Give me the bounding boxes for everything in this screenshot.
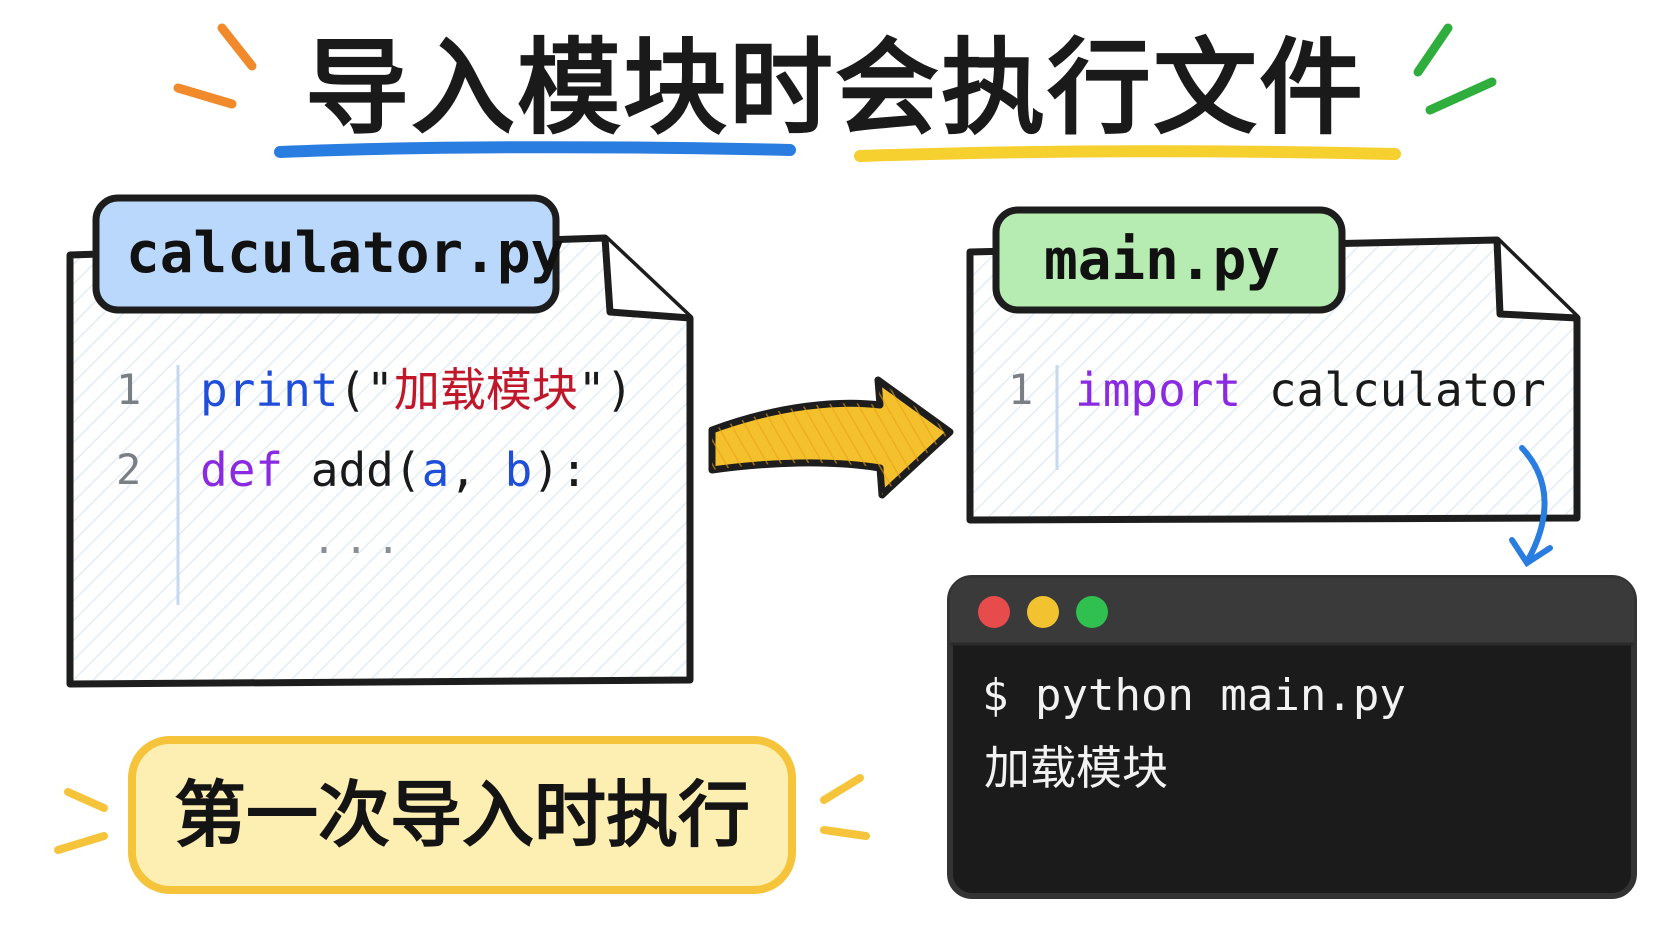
caption-text: 第一次导入时执行 <box>173 773 750 857</box>
line-number: 2 <box>116 445 142 494</box>
flow-arrow <box>708 376 954 499</box>
code-module-name: calculator <box>1241 363 1546 417</box>
code-print-keyword: print <box>200 363 339 417</box>
left-file-card <box>66 194 694 688</box>
terminal-command: $ python main.py <box>982 670 1406 721</box>
terminal-output: 加载模块 <box>984 741 1168 795</box>
caption-accent-right <box>820 774 870 840</box>
left-file-tab-label: calculator.py <box>126 221 565 286</box>
code-def-keyword: def <box>200 443 284 497</box>
title-accent-right <box>1413 23 1497 115</box>
code-import-line: import calculator <box>1075 360 1546 420</box>
title-underline-blue <box>274 141 796 158</box>
right-file-tab-label: main.py <box>1044 228 1281 293</box>
code-string: 加载模块 <box>393 363 578 417</box>
code-end: ): <box>532 443 588 497</box>
line-number: 1 <box>1008 365 1034 414</box>
code-function-name: add( <box>283 443 422 497</box>
caption-box <box>128 736 796 894</box>
code-ellipsis: ... <box>312 517 409 563</box>
code-comma: , <box>449 443 505 497</box>
page-title: 导入模块时会执行文件 <box>304 27 1365 149</box>
curve-arrow <box>1509 445 1553 568</box>
code-line-2: def add(a, b): <box>200 440 588 500</box>
code-param-a: a <box>421 443 450 497</box>
line-number: 1 <box>116 365 142 414</box>
terminal-window <box>947 575 1637 899</box>
right-file-card <box>966 206 1581 524</box>
title-underline-yellow <box>854 145 1401 162</box>
code-close-paren: ") <box>577 363 634 417</box>
code-line-1: print("加载模块") <box>200 360 633 420</box>
caption-accent-left <box>54 788 108 854</box>
code-import-keyword: import <box>1075 363 1242 417</box>
title-accent-left <box>173 23 257 109</box>
code-open-paren: (" <box>338 363 394 417</box>
code-param-b: b <box>504 443 533 497</box>
